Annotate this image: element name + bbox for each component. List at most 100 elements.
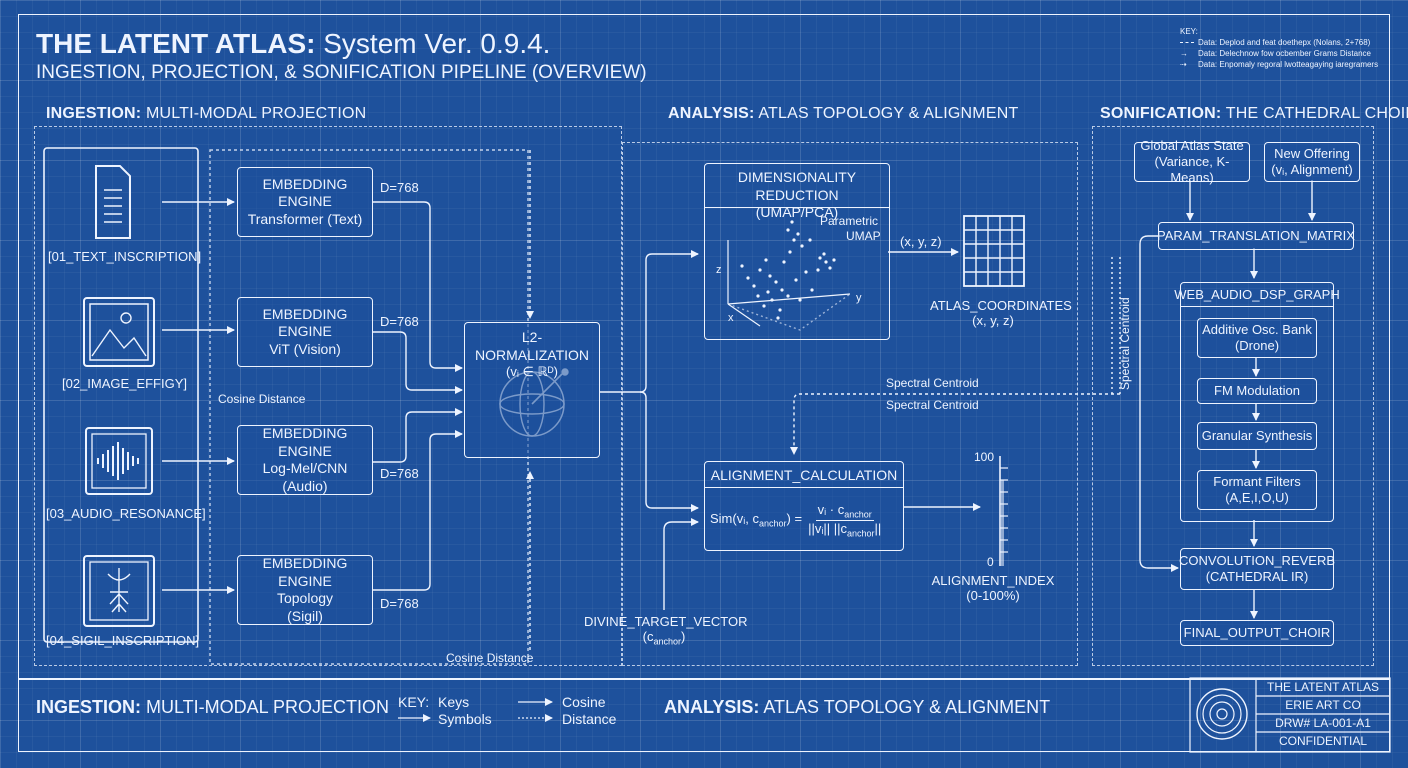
gauge-min-label: 0 (987, 555, 994, 569)
formant-line2: (A,E,I,O,U) (1225, 490, 1289, 505)
additive-osc-bank-box: Additive Osc. Bank (Drone) (1197, 318, 1317, 358)
osc-line2: (Drone) (1234, 338, 1280, 353)
section-analysis-bold: ANALYSIS: (668, 105, 755, 122)
footer-cosine-label: Cosine (562, 694, 606, 710)
umap-scatter-points (740, 220, 836, 320)
title-block-row-1: THE LATENT ATLAS (1266, 680, 1380, 694)
formula-lhs-sub: anchor (759, 518, 787, 529)
l2-title: L2-NORMALIZATION (474, 329, 590, 363)
footer-distance-label: Distance (562, 711, 617, 727)
param-matrix-label: PARAM_TRANSLATION_MATRIX (1157, 227, 1355, 243)
footer-divider (18, 678, 1390, 680)
web-audio-dsp-graph-box: WEB_AUDIO_DSP_GRAPH (1174, 282, 1340, 522)
page-title: THE LATENT ATLAS: System Ver. 0.9.4. (36, 28, 550, 60)
global-atlas-state-box: Global Atlas State (Variance, K-Means) (1134, 138, 1250, 185)
footer-analysis-bold: ANALYSIS: (664, 697, 760, 717)
section-ingestion-rest: MULTI-MODAL PROJECTION (141, 105, 367, 122)
convolution-reverb-box: CONVOLUTION_REVERB (CATHEDRAL IR) (1178, 548, 1336, 590)
new-offering-box: New Offering (vᵢ, Alignment) (1264, 142, 1360, 182)
global-state-line1: Global Atlas State (1140, 137, 1244, 153)
axis-y-label: y (856, 292, 862, 304)
section-analysis-rest: ATLAS TOPOLOGY & ALIGNMENT (754, 105, 1019, 122)
footer-analysis-rest: ATLAS TOPOLOGY & ALIGNMENT (759, 697, 1051, 717)
outer-frame (18, 14, 1390, 752)
dim-label-vision: D=768 (380, 314, 419, 329)
page-title-bold: THE LATENT ATLAS: (36, 28, 316, 59)
title-block-row-4: CONFIDENTIAL (1278, 734, 1367, 748)
dimred-title-1: DIMENSIONALITY REDUCTION (737, 169, 857, 203)
l2-formula: (vᵢ ∈ ℝᴰ) (506, 364, 558, 379)
granular-synthesis-box: Granular Synthesis (1197, 422, 1317, 450)
fm-label: FM Modulation (1214, 382, 1300, 398)
l2-normalization-box: L2-NORMALIZATION (vᵢ ∈ ℝᴰ) (464, 322, 600, 458)
section-title-ingestion: INGESTION: MULTI-MODAL PROJECTION (46, 105, 366, 123)
new-offering-line1: New Offering (1274, 145, 1350, 161)
spectral-centroid-label-2: Spectral Centroid (886, 398, 979, 412)
footer-symbols-label: Symbols (438, 711, 492, 727)
alignment-title: ALIGNMENT_CALCULATION (710, 467, 898, 483)
footer-analysis-title: ANALYSIS: ATLAS TOPOLOGY & ALIGNMENT (664, 697, 1050, 718)
gauge-max-label: 100 (974, 450, 995, 464)
top-key-line2: Data: Delechnow fow ocbember Grams Dista… (1198, 49, 1371, 58)
dimred-note-parametric: Parametric (820, 214, 879, 228)
section-ingestion-bold: INGESTION: (46, 105, 142, 122)
footer-ingestion-title: INGESTION: MULTI-MODAL PROJECTION (36, 697, 389, 718)
cosine-distance-label-mid: Cosine Distance (218, 392, 306, 406)
divine-target-vector-label: DIVINE_TARGET_VECTOR (canchor) (584, 614, 748, 647)
embedding-engine-sigil: EMBEDDING ENGINE Topology (Sigil) (237, 555, 373, 625)
engine-title: EMBEDDING ENGINE (262, 175, 348, 210)
engine-sub2: (Sigil) (287, 607, 323, 624)
dimensionality-reduction-box: DIMENSIONALITY REDUCTION (UMAP/PCA) (704, 163, 890, 340)
alignment-gauge-fill (1001, 480, 1004, 566)
sonification-section-frame (1092, 126, 1374, 666)
page-subtitle: INGESTION, PROJECTION, & SONIFICATION PI… (36, 62, 647, 83)
input-label-text: [01_TEXT_INSCRIPTION] (48, 249, 202, 264)
new-offering-line2: (vᵢ, Alignment) (1271, 162, 1353, 177)
footer-ingestion-bold: INGESTION: (36, 697, 142, 717)
reverb-line1: CONVOLUTION_REVERB (1178, 552, 1336, 568)
title-block-seal-icon (1197, 689, 1247, 739)
global-state-line2: (Variance, K-Means) (1154, 153, 1230, 186)
top-key-line1: Data: Deplod and feat doethepx (Nolans, … (1198, 38, 1371, 47)
reverb-line2: (CATHEDRAL IR) (1205, 569, 1309, 584)
fm-modulation-box: FM Modulation (1197, 378, 1317, 404)
title-block-row-2: ERIE ART CO (1285, 698, 1361, 712)
dim-label-audio: D=768 (380, 466, 419, 481)
section-sonification-bold: SONIFICATION: (1100, 105, 1222, 122)
engine-title: EMBEDDING ENGINE (262, 555, 348, 589)
ingestion-section-frame (34, 126, 622, 666)
final-output-label: FINAL_OUTPUT_CHOIR (1183, 624, 1331, 640)
section-title-sonification: SONIFICATION: THE CATHEDRAL CHOIR (1100, 105, 1408, 123)
formula-lhs-end: ) = (786, 511, 803, 527)
top-key: KEY: Data: Deplod and feat doethepx (Nol… (1180, 26, 1385, 70)
divine-line1: DIVINE_TARGET_VECTOR (584, 614, 748, 629)
axis-z-label: z (716, 264, 722, 276)
analysis-section-frame (622, 142, 1078, 666)
formula-lhs-main: Sim(vᵢ, c (710, 511, 759, 527)
engine-sub: Topology (276, 590, 334, 606)
atlas-coordinates-label: ATLAS_COORDINATES (x, y, z) (930, 298, 1072, 328)
engine-title: EMBEDDING ENGINE (262, 305, 348, 340)
top-key-line3: Data: Enpomaly regoral lwotteagaying iar… (1198, 60, 1379, 69)
engine-sub2: (Audio) (282, 477, 328, 494)
embedding-engine-vision: EMBEDDING ENGINE ViT (Vision) (237, 297, 373, 367)
osc-line1: Additive Osc. Bank (1202, 321, 1312, 337)
formula-lhs: Sim(vᵢ, canchor) = (710, 511, 802, 529)
dsp-graph-label: WEB_AUDIO_DSP_GRAPH (1174, 287, 1340, 302)
embedding-engine-audio: EMBEDDING ENGINE Log-Mel/CNN (Audio) (237, 425, 373, 495)
input-label-audio: [03_AUDIO_RESONANCE] (46, 506, 206, 521)
dashed-line-icon (1180, 42, 1194, 43)
section-title-analysis: ANALYSIS: ATLAS TOPOLOGY & ALIGNMENT (668, 105, 1018, 123)
footer-keys-label: Keys (438, 694, 470, 710)
spectral-centroid-label-1: Spectral Centroid (886, 376, 979, 390)
footer-key-label: KEY: (398, 694, 430, 710)
alignment-calculation-box: ALIGNMENT_CALCULATION (704, 461, 904, 551)
page-title-rest: System Ver. 0.9.4. (315, 28, 551, 59)
footer-ingestion-rest: MULTI-MODAL PROJECTION (141, 697, 390, 717)
dotted-arrow-icon: ⇢ (1180, 60, 1187, 69)
formula-denominator-end: || (874, 520, 882, 536)
divine-line2-pre: (c (642, 629, 654, 644)
formula-numerator-sub: anchor (844, 509, 872, 520)
